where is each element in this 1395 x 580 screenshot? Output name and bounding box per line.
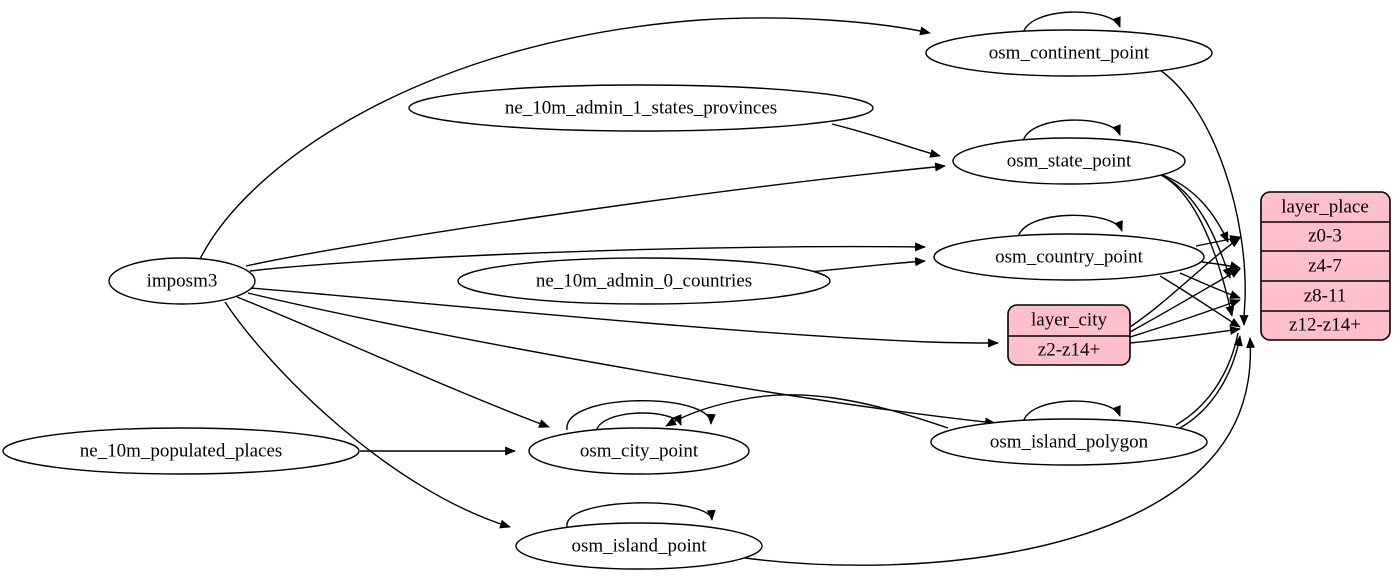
selfloop-osm-island-point [566, 502, 716, 528]
edge-osm-island-polygon-osm-city-point [665, 394, 949, 429]
node-label-osm-country-point: osm_country_point [995, 246, 1143, 267]
selfloop-osm-island-polygon [1022, 400, 1121, 424]
record-layer-place[interactable]: layer_place z0-3 z4-7 z8-11 z12-z14+ [1260, 191, 1391, 341]
record-title-layer-city: layer_city [1031, 309, 1107, 330]
edge-osm-continent-point-layer-place-z12 [1159, 69, 1249, 326]
node-osm-island-polygon[interactable]: osm_island_polygon [930, 418, 1208, 466]
edge-osm-island-polygon-layer-place-z12b [1175, 332, 1239, 426]
edge-osm-island-point-layer-place-z12 [744, 337, 1256, 566]
edge-imposm3-osm-island-point [224, 301, 511, 529]
edge-osm-state-point-layer-place-z12 [1160, 174, 1235, 317]
record-row-layer-place-2[interactable]: z8-11 [1304, 285, 1347, 306]
edge-osm-island-polygon-layer-place-z12 [1179, 335, 1243, 429]
record-row-layer-place-3[interactable]: z12-z14+ [1289, 314, 1361, 335]
edge-layer-city-layer-place-z8 [1129, 299, 1241, 338]
node-osm-country-point[interactable]: osm_country_point [933, 233, 1205, 281]
edge-imposm3-osm-city-point [236, 296, 550, 428]
selfloop-osm-continent-point [1022, 11, 1121, 35]
edge-layer [199, 11, 1256, 566]
record-row-layer-place-1[interactable]: z4-7 [1308, 255, 1342, 276]
record-layer: layer_place z0-3 z4-7 z8-11 z12-z14+ lay… [1007, 191, 1391, 366]
node-osm-island-point[interactable]: osm_island_point [515, 522, 763, 570]
node-ne-10m-admin-1-states-provinces[interactable]: ne_10m_admin_1_states_provinces [408, 84, 874, 132]
node-osm-continent-point[interactable]: osm_continent_point [925, 29, 1213, 77]
edge-imposm3-osm-continent-point [199, 17, 931, 260]
edge-layer-city-layer-place-z12 [1129, 325, 1241, 344]
edge-imposm3-osm-state-point [245, 162, 946, 267]
edge-osm-country-point-layer-place-z12 [1159, 275, 1241, 328]
selfloop-osm-state-point [1022, 119, 1121, 143]
edge-osm-country-point-layer-place-z8 [1179, 272, 1241, 299]
selfloop-osm-city-point-outer [566, 400, 716, 431]
edge-ne-states-osm-state-point [831, 123, 941, 158]
node-imposm3[interactable]: imposm3 [108, 257, 256, 305]
node-ne-10m-admin-0-countries[interactable]: ne_10m_admin_0_countries [457, 257, 831, 305]
node-label-ne-countries: ne_10m_admin_0_countries [536, 270, 752, 291]
selfloop-osm-country-point [1017, 214, 1123, 239]
edge-ne-countries-osm-country-point [809, 257, 926, 273]
edge-imposm3-osm-country-point [249, 242, 926, 272]
node-osm-state-point[interactable]: osm_state_point [952, 137, 1186, 185]
node-label-osm-state-point: osm_state_point [1007, 150, 1132, 171]
record-row-layer-city-0[interactable]: z2-z14+ [1038, 339, 1100, 360]
node-ne-10m-populated-places[interactable]: ne_10m_populated_places [2, 427, 360, 475]
node-label-osm-continent-point: osm_continent_point [989, 42, 1150, 63]
node-label-ne-states: ne_10m_admin_1_states_provinces [505, 97, 777, 118]
node-label-osm-city-point: osm_city_point [580, 440, 699, 461]
record-title-layer-place: layer_place [1281, 196, 1369, 217]
edge-layer-city-layer-place-z0 [1129, 237, 1241, 328]
node-label-imposm3: imposm3 [147, 270, 218, 291]
edge-osm-state-point-layer-place-z4 [1156, 172, 1229, 243]
record-layer-city[interactable]: layer_city z2-z14+ [1007, 304, 1131, 366]
node-label-osm-island-polygon: osm_island_polygon [990, 431, 1149, 452]
edge-imposm3-osm-island-polygon [247, 292, 996, 427]
record-row-layer-place-0[interactable]: z0-3 [1308, 225, 1342, 246]
node-osm-city-point[interactable]: osm_city_point [528, 427, 750, 475]
edge-imposm3-layer-city [249, 287, 999, 348]
edge-osm-country-point-layer-place-z4 [1201, 261, 1241, 270]
node-label-ne-populated: ne_10m_populated_places [80, 440, 283, 461]
node-label-osm-island-point: osm_island_point [571, 535, 707, 556]
node-layer: imposm3 ne_10m_admin_1_states_provinces … [2, 29, 1213, 570]
edge-layer-city-layer-place-z4 [1129, 268, 1241, 333]
